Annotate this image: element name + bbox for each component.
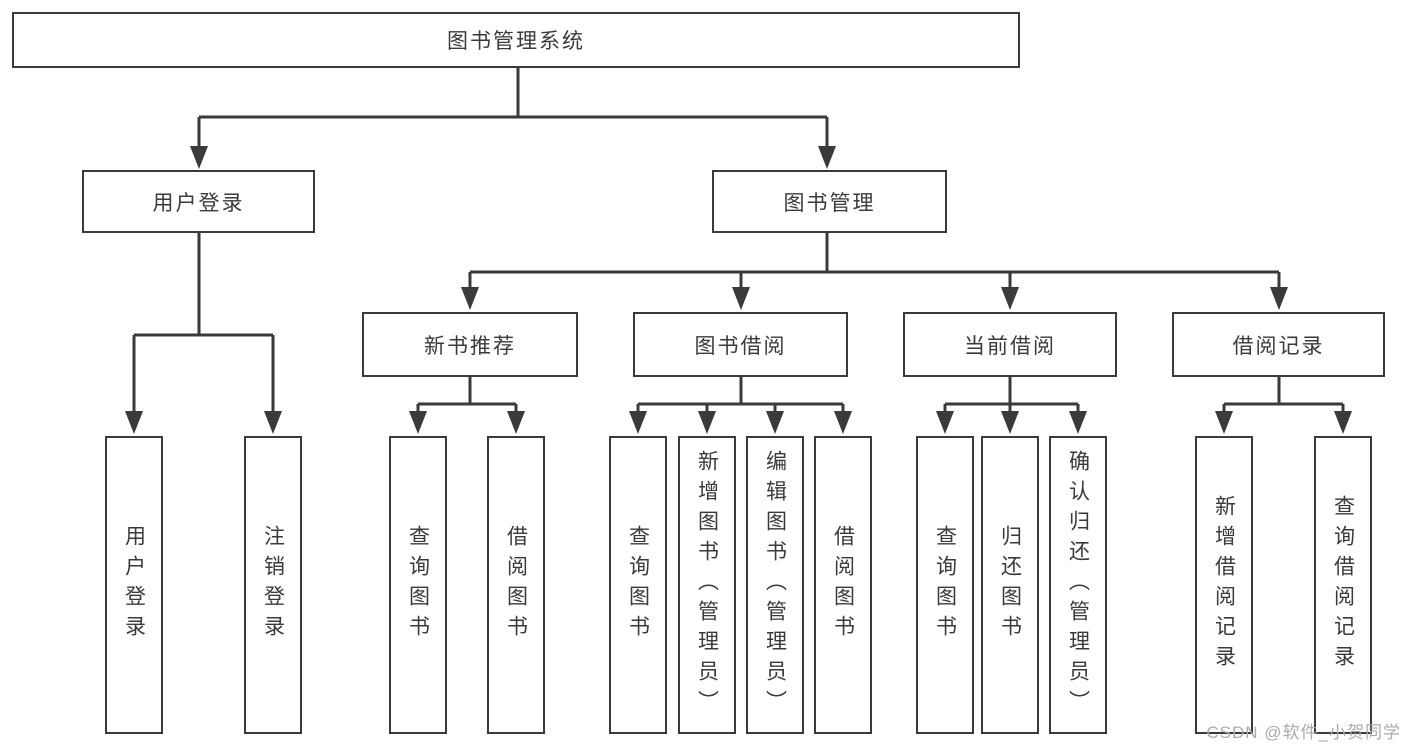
leaf-add-books-admin-label: 新增图书（管理员） xyxy=(695,450,719,720)
node-book-management: 图书管理 xyxy=(712,170,947,233)
leaf-query-books-recommend-label: 查询图书 xyxy=(406,525,430,645)
leaf-confirm-return-admin: 确认归还（管理员） xyxy=(1049,436,1107,734)
node-borrow-records: 借阅记录 xyxy=(1172,312,1385,377)
leaf-query-books-recommend: 查询图书 xyxy=(389,436,447,734)
leaf-borrow-books-recommend-label: 借阅图书 xyxy=(504,525,528,645)
node-current-borrowing: 当前借阅 xyxy=(903,312,1117,377)
node-borrow-records-label: 借阅记录 xyxy=(1232,334,1325,358)
leaf-add-borrow-record-label: 新增借阅记录 xyxy=(1212,495,1236,675)
leaf-query-books-current: 查询图书 xyxy=(916,436,974,734)
leaf-query-books-current-label: 查询图书 xyxy=(933,525,957,645)
leaf-query-borrow-record-label: 查询借阅记录 xyxy=(1331,495,1355,675)
leaf-query-books-borrowing-label: 查询图书 xyxy=(626,525,650,645)
leaf-add-books-admin: 新增图书（管理员） xyxy=(678,436,736,734)
leaf-edit-books-admin-label: 编辑图书（管理员） xyxy=(763,450,787,720)
node-user-login-label: 用户登录 xyxy=(152,191,245,215)
leaf-user-login: 用户登录 xyxy=(105,436,163,734)
leaf-query-books-borrowing: 查询图书 xyxy=(609,436,667,734)
leaf-borrow-books: 借阅图书 xyxy=(814,436,872,734)
node-book-borrowing-label: 图书借阅 xyxy=(694,334,787,358)
leaf-borrow-books-label: 借阅图书 xyxy=(831,525,855,645)
leaf-user-login-label: 用户登录 xyxy=(122,525,146,645)
csdn-watermark: CSDN @软件_小贺同学 xyxy=(1206,723,1401,742)
node-new-book-recommend-label: 新书推荐 xyxy=(424,334,516,358)
leaf-edit-books-admin: 编辑图书（管理员） xyxy=(746,436,804,734)
node-current-borrowing-label: 当前借阅 xyxy=(964,334,1056,358)
node-book-borrowing: 图书借阅 xyxy=(633,312,848,377)
leaf-add-borrow-record: 新增借阅记录 xyxy=(1195,436,1253,734)
node-new-book-recommend: 新书推荐 xyxy=(362,312,578,377)
leaf-query-borrow-record: 查询借阅记录 xyxy=(1314,436,1372,734)
leaf-logout: 注销登录 xyxy=(244,436,302,734)
node-user-login: 用户登录 xyxy=(82,170,315,233)
leaf-confirm-return-admin-label: 确认归还（管理员） xyxy=(1066,450,1090,720)
leaf-return-books-label: 归还图书 xyxy=(998,525,1022,645)
leaf-logout-label: 注销登录 xyxy=(261,525,285,645)
node-root-label: 图书管理系统 xyxy=(447,30,585,53)
node-root-system: 图书管理系统 xyxy=(12,12,1020,68)
leaf-borrow-books-recommend: 借阅图书 xyxy=(487,436,545,734)
leaf-return-books: 归还图书 xyxy=(981,436,1039,734)
node-book-management-label: 图书管理 xyxy=(783,191,876,215)
